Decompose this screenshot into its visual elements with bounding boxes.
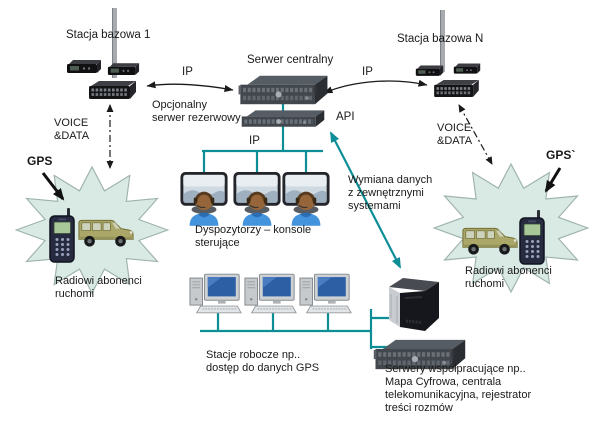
- truck-icon: [460, 221, 520, 258]
- dispatcher-console-icon: [179, 170, 229, 226]
- switch-icon: [432, 79, 480, 98]
- api-exchange-arrow: [330, 131, 401, 269]
- ip-lan-label: IP: [249, 135, 260, 147]
- ip-right-label: IP: [362, 66, 373, 78]
- phone-icon: [47, 208, 77, 263]
- dispatchers-label: Dyspozytorzy – konsole sterujące: [195, 224, 312, 249]
- base-station-1-label: Stacja bazowa 1: [66, 29, 151, 41]
- dispatcher-console-icon: [232, 170, 282, 226]
- antenna-icon: [112, 8, 117, 78]
- cooperating-servers-label: Serwery współpracujące np.. Mapa Cyfrowa…: [385, 363, 532, 414]
- switch-icon: [87, 80, 137, 100]
- phone-icon: [517, 210, 547, 265]
- dispatcher-console-icon: [281, 170, 331, 226]
- radio-icon: [66, 60, 102, 74]
- voice-data-left-label: VOICE &DATA: [54, 117, 90, 142]
- link-bsn-voice-data: [458, 104, 493, 165]
- radio-icon: [107, 63, 140, 76]
- mobile-subscribers-right-label: Radiowi abonenci ruchomi: [465, 265, 552, 290]
- base-station-n-label: Stacja bazowa N: [397, 33, 484, 45]
- lan-consoles: [202, 104, 323, 174]
- radio-icon: [415, 65, 444, 77]
- backup-server-label: Opcjonalny serwer rezerwowy: [152, 99, 241, 124]
- gps-arrow-right: [544, 167, 562, 193]
- voice-data-right-label: VOICE &DATA: [437, 122, 473, 147]
- api-label: API: [336, 111, 355, 123]
- rack-server-icon: [237, 74, 329, 106]
- truck-icon: [76, 213, 136, 250]
- gps-right-label: GPS`: [546, 148, 576, 162]
- link-bs1-central-ip: [146, 81, 234, 92]
- central-server-label: Serwer centralny: [247, 54, 334, 66]
- gps-left-label: GPS: [27, 154, 53, 168]
- radio-icon: [453, 63, 481, 75]
- workstation-icon: [243, 273, 299, 314]
- mobile-subscribers-left-label: Radiowi abonenci ruchomi: [55, 275, 142, 300]
- antenna-icon: [440, 10, 445, 72]
- ip-left-label: IP: [182, 66, 193, 78]
- workstation-icon: [188, 273, 244, 314]
- gps-arrow-left: [41, 172, 65, 201]
- workstations-label: Stacje robocze np.. dostęp do danych GPS: [206, 349, 320, 374]
- link-central-bsn-ip: [323, 79, 428, 94]
- workstation-icon: [298, 273, 354, 314]
- rack-server-icon: [240, 109, 326, 129]
- lan-workstations: [200, 309, 391, 349]
- external-exchange-label: Wymiana danych z zewnętrznymi systemami: [348, 174, 433, 212]
- tower-server-icon: [388, 274, 440, 332]
